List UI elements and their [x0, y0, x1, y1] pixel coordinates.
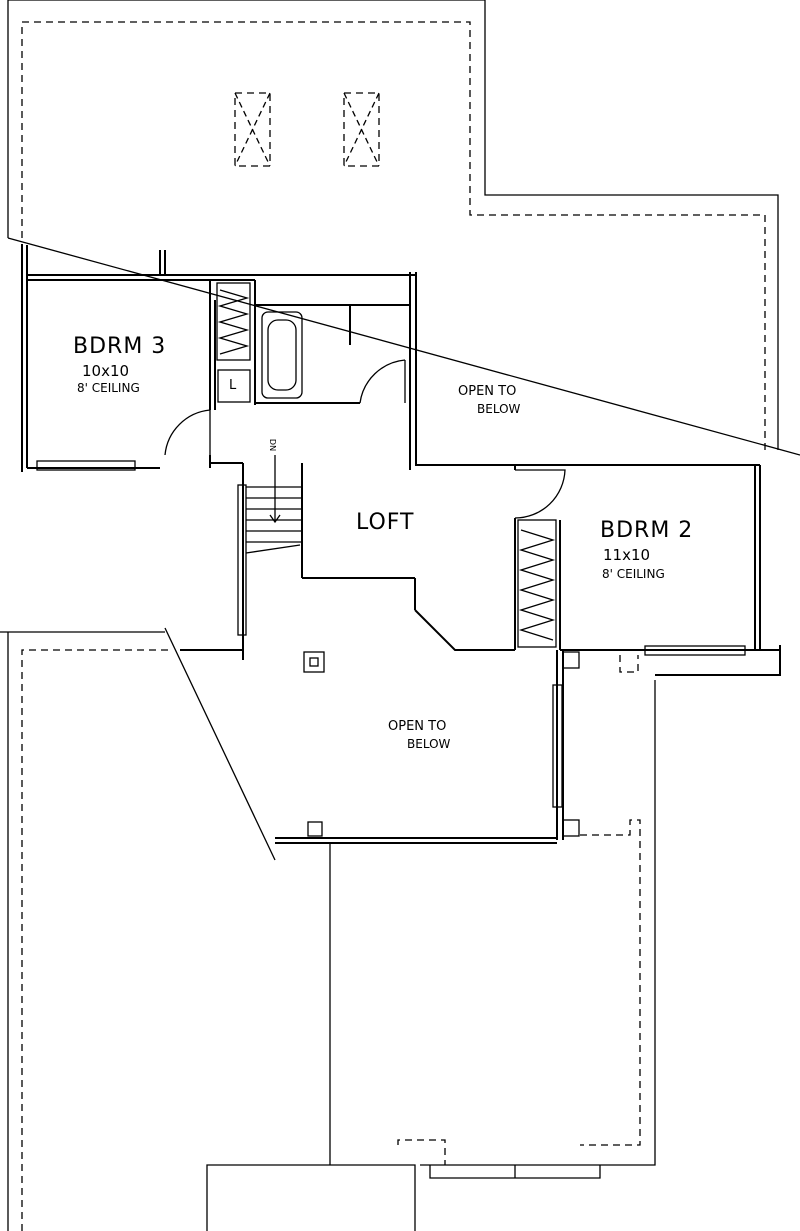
loft-name: LOFT	[356, 510, 415, 535]
skylight-right	[343, 92, 380, 167]
stair-label: DN	[268, 438, 278, 452]
open-to-below-lower-line1: OPEN TO	[388, 719, 447, 734]
bdrm3-name: BDRM 3	[73, 334, 167, 359]
windows	[36, 460, 746, 808]
bdrm3-size: 10x10	[82, 362, 130, 380]
bdrm3-ceiling: 8' CEILING	[77, 381, 140, 395]
bdrm2-size: 11x10	[603, 546, 651, 564]
open-to-below-lower-line2: BELOW	[407, 737, 451, 751]
doors	[164, 359, 566, 519]
bdrm2-ceiling: 8' CEILING	[602, 567, 665, 581]
stair	[245, 455, 302, 554]
open-to-below-upper-line2: BELOW	[477, 402, 521, 416]
open-to-below-upper-line1: OPEN TO	[458, 384, 517, 399]
skylight-left	[234, 92, 271, 167]
bdrm2-name: BDRM 2	[600, 518, 694, 543]
closet-shelves	[217, 289, 556, 641]
lower-roof-outline	[0, 627, 656, 1231]
upper-walls	[21, 244, 781, 844]
linen-label: L	[229, 378, 237, 393]
columns	[303, 651, 580, 837]
